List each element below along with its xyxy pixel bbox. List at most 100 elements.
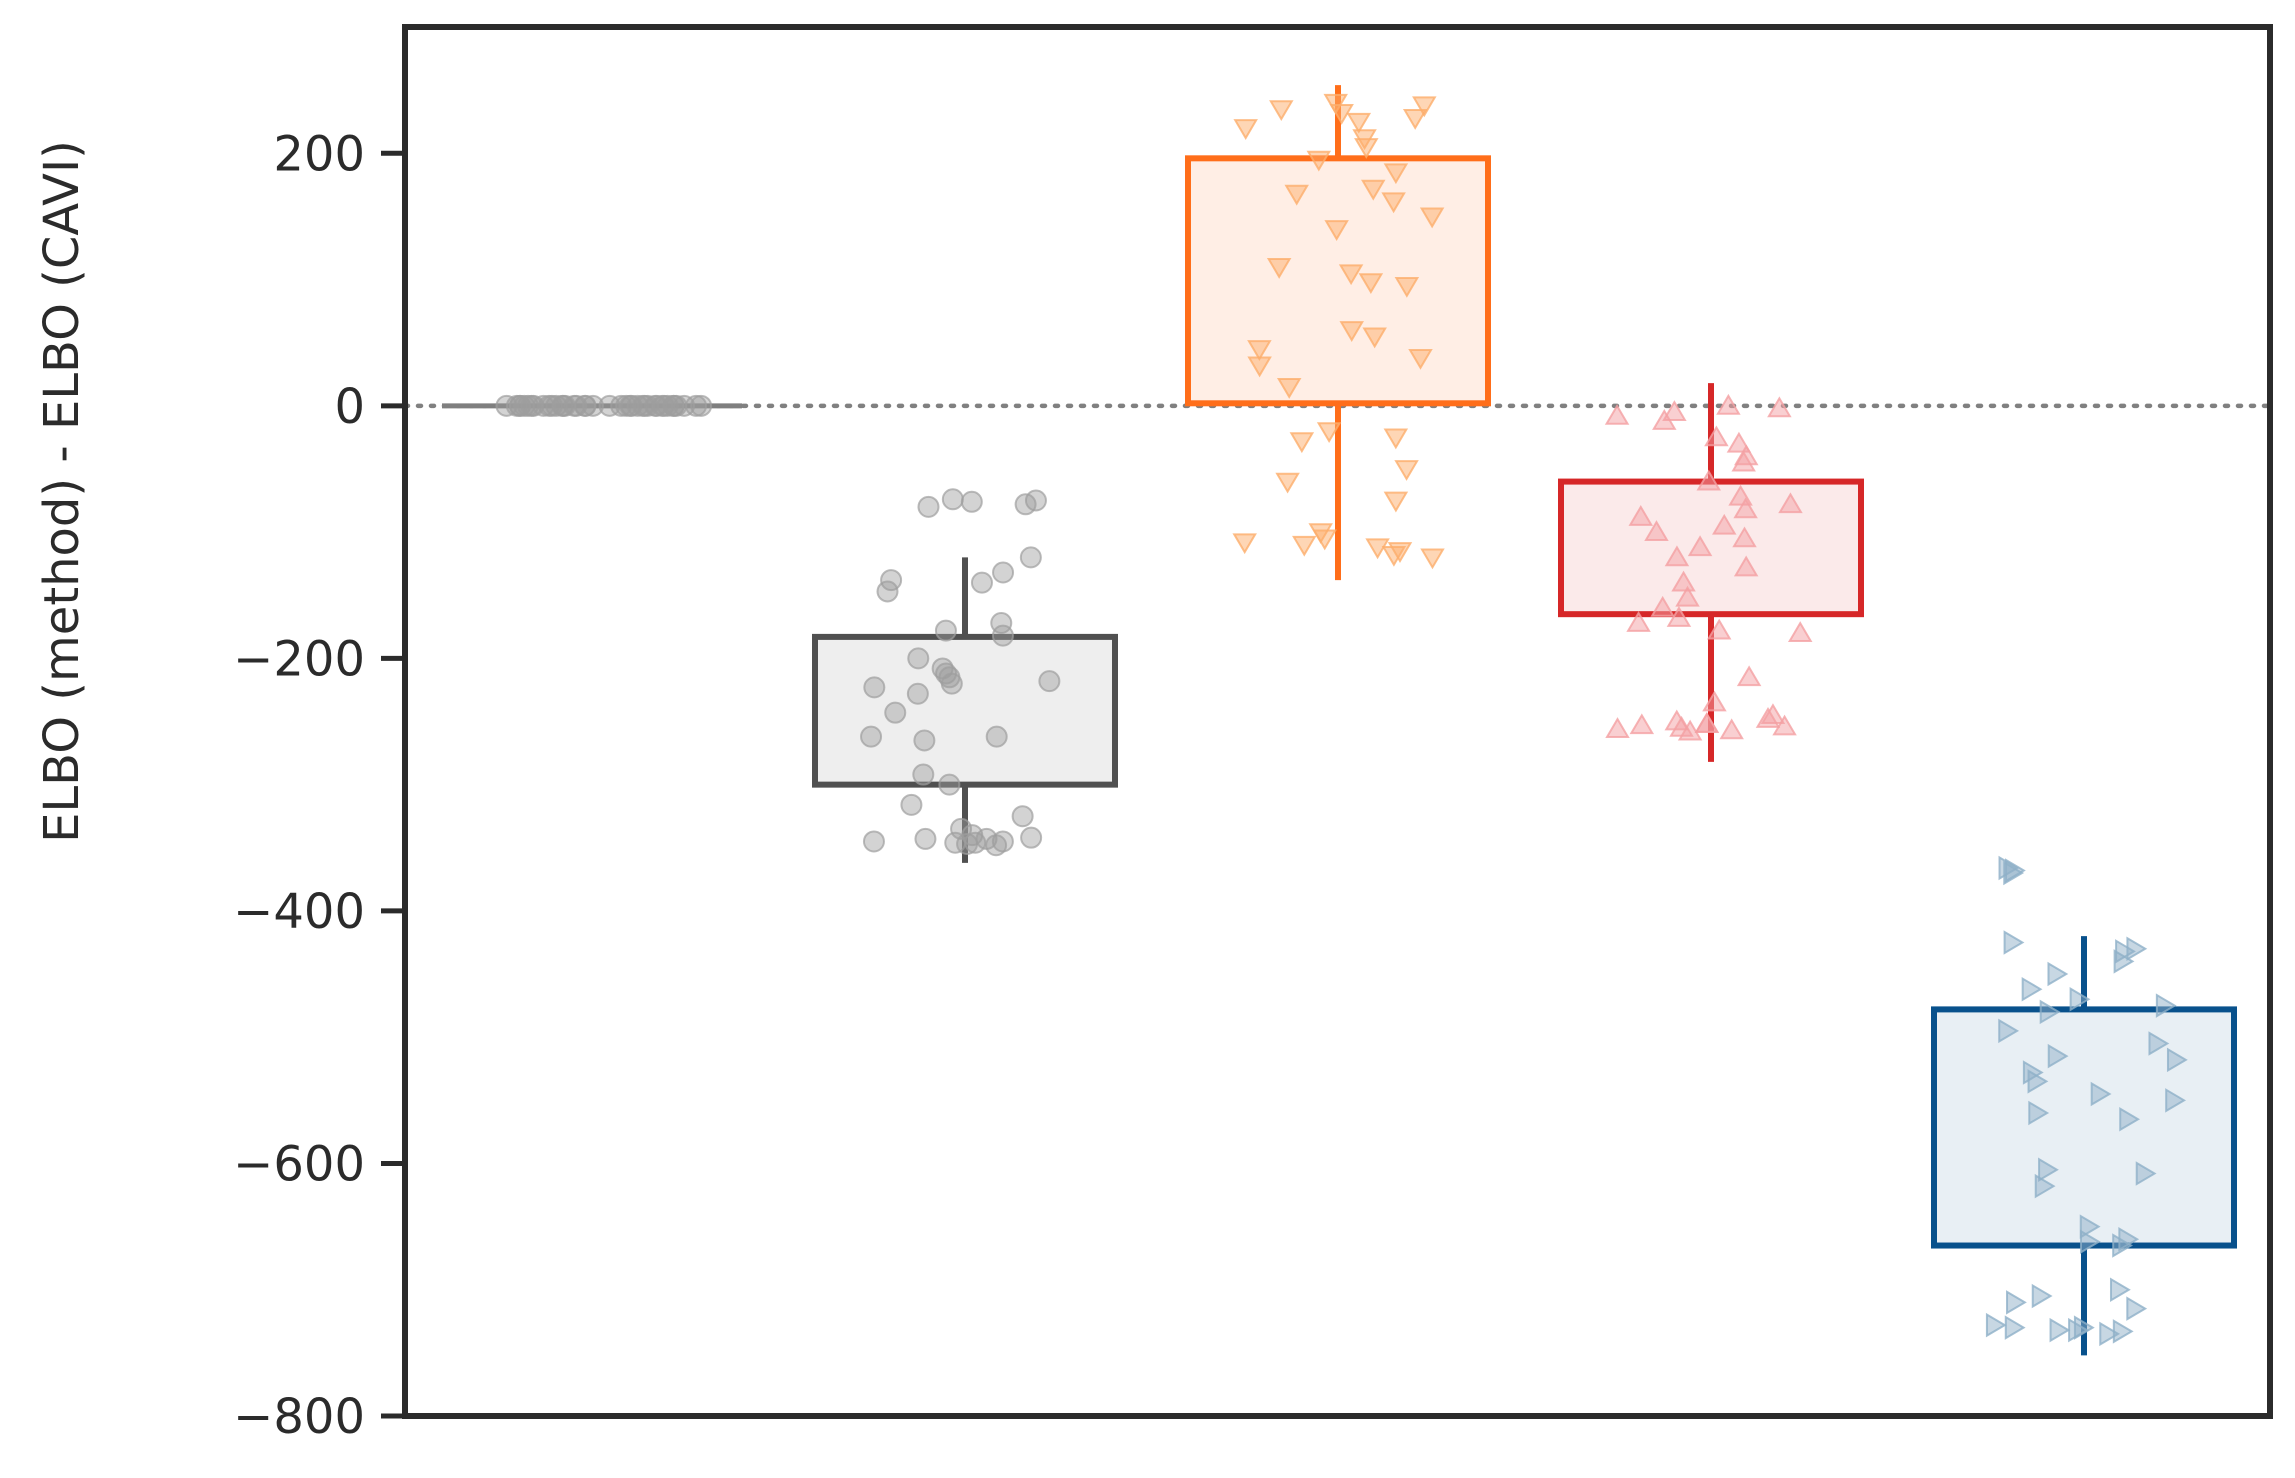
data-point xyxy=(985,834,1008,857)
data-point xyxy=(1704,425,1729,447)
data-point xyxy=(1247,340,1272,361)
data-point xyxy=(1767,396,1792,418)
data-point xyxy=(565,394,588,417)
data-point xyxy=(2027,1069,2049,1094)
data-point xyxy=(1412,96,1437,118)
box-rect xyxy=(1185,155,1491,407)
y-tick-label: −800 xyxy=(233,1389,365,1445)
data-point xyxy=(1778,492,1803,514)
data-point xyxy=(1696,469,1721,491)
data-point xyxy=(1731,450,1756,472)
data-point xyxy=(1383,491,1409,513)
data-point xyxy=(960,490,983,513)
data-point xyxy=(860,725,883,748)
data-point xyxy=(1232,533,1257,555)
data-point xyxy=(2039,999,2061,1025)
data-point xyxy=(2119,1107,2141,1132)
data-point xyxy=(553,394,576,417)
data-point xyxy=(2034,1173,2056,1199)
data-point xyxy=(1664,545,1690,567)
points-group-5 xyxy=(1985,855,2188,1347)
data-point xyxy=(2047,961,2069,987)
data-point xyxy=(644,394,667,417)
data-point xyxy=(2021,976,2043,1002)
box-rect xyxy=(1931,1006,2237,1249)
data-point xyxy=(690,394,713,417)
data-point xyxy=(1419,207,1445,229)
data-point xyxy=(1381,545,1407,567)
data-point xyxy=(934,619,957,642)
data-point xyxy=(1675,585,1700,607)
data-point xyxy=(913,729,936,752)
data-point xyxy=(2148,1031,2170,1056)
data-point xyxy=(2028,1100,2050,1126)
data-point xyxy=(2003,930,2025,955)
data-point xyxy=(1626,611,1651,632)
data-point xyxy=(1394,460,1419,481)
box-group-5 xyxy=(1931,936,2237,1356)
data-point xyxy=(2090,1081,2112,1107)
data-point xyxy=(1339,321,1364,343)
points-group-1 xyxy=(495,394,713,417)
data-point xyxy=(884,701,907,724)
data-point xyxy=(1733,497,1758,519)
data-point xyxy=(1712,513,1737,535)
data-point xyxy=(1726,431,1752,453)
data-point xyxy=(573,394,596,417)
points-group-4 xyxy=(1604,393,1813,741)
plot-frame xyxy=(402,24,2273,1419)
data-point xyxy=(914,827,937,850)
data-point xyxy=(1365,538,1390,560)
data-point xyxy=(876,580,899,603)
data-point xyxy=(1247,356,1272,378)
data-point xyxy=(2049,1317,2071,1343)
data-point xyxy=(2004,1315,2026,1340)
data-point xyxy=(862,830,885,853)
points-group-2 xyxy=(860,488,1061,857)
data-point xyxy=(1628,504,1654,526)
data-point xyxy=(1361,179,1386,201)
data-point xyxy=(2079,1229,2101,1254)
data-point xyxy=(991,624,1014,647)
y-tick-label: −600 xyxy=(233,1136,365,1192)
data-point xyxy=(970,571,993,594)
data-point xyxy=(1420,548,1445,570)
data-point xyxy=(985,725,1008,748)
data-point xyxy=(863,676,886,699)
data-point xyxy=(1383,428,1409,450)
data-point xyxy=(1292,535,1317,557)
data-point xyxy=(2047,1043,2069,1069)
data-point xyxy=(2113,949,2135,974)
data-point xyxy=(2155,993,2177,1018)
data-point xyxy=(1787,621,1813,642)
data-point xyxy=(1666,606,1692,627)
data-point xyxy=(1266,258,1292,279)
data-point xyxy=(1985,1312,2007,1338)
data-point xyxy=(2038,1157,2059,1183)
data-point xyxy=(1755,707,1781,728)
data-point xyxy=(1011,805,1034,828)
data-point xyxy=(2079,1214,2101,1239)
data-point xyxy=(2069,987,2091,1012)
data-point xyxy=(1604,403,1630,425)
data-point xyxy=(1694,712,1720,733)
points-layer xyxy=(495,93,2188,1347)
y-tick-label: −400 xyxy=(233,884,365,940)
data-point xyxy=(1324,220,1349,241)
data-point xyxy=(2112,1233,2134,1258)
box-group-3 xyxy=(1185,85,1491,581)
data-point xyxy=(1702,690,1727,712)
data-point xyxy=(1233,119,1258,140)
data-point xyxy=(1629,713,1655,735)
data-point xyxy=(2006,1290,2027,1315)
data-point xyxy=(1269,100,1294,122)
data-point xyxy=(2099,1321,2121,1347)
data-point xyxy=(907,647,930,670)
data-point xyxy=(1677,719,1703,741)
data-point xyxy=(520,394,543,417)
data-point xyxy=(1019,546,1042,569)
data-point xyxy=(1394,276,1420,298)
data-point xyxy=(581,394,604,417)
data-point xyxy=(912,763,935,786)
